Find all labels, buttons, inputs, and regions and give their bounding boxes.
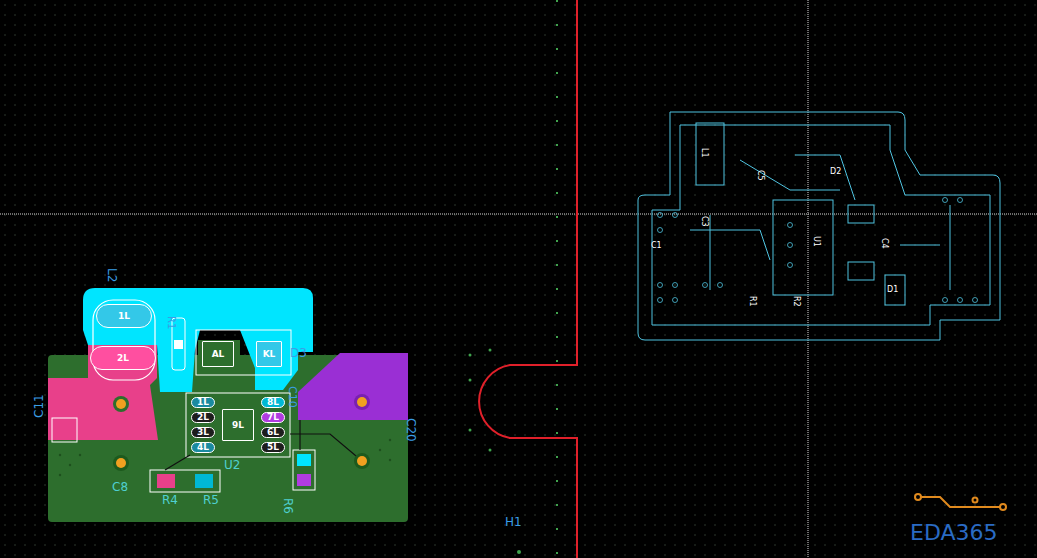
resistor-body [174,340,183,349]
part-name: C8 [112,481,128,493]
part-name: R1 [166,316,176,329]
diode-outline [196,330,291,375]
pad: 6L [261,427,285,438]
pad: 2L [191,412,215,423]
pad-number: KL [263,350,276,359]
pad-number: 5L [267,443,279,452]
pad-number: AL [212,350,225,359]
part-name: R4 [162,494,178,506]
pad-number: 4L [197,443,209,452]
pad: 3L [191,427,215,438]
pad-number: 2L [197,413,209,422]
pad-number: 3L [197,428,209,437]
pad: 8L [261,397,285,408]
cap-outline [52,418,77,442]
crosshair [0,214,1037,215]
part-name: H1 [505,516,522,528]
crosshair [808,0,809,558]
part-name: C3 [700,216,708,227]
pad [195,474,213,488]
part-name: R1 [748,296,756,307]
vias [113,394,370,471]
part-name: C1 [651,242,662,250]
ic-outline [186,393,290,457]
pad [297,474,311,486]
part-name: C10 [287,386,298,408]
copper-pink [48,345,158,440]
part-name: L2 [106,268,118,282]
outline-view [638,112,1000,340]
part-name: R2 [792,296,800,307]
part-name: C20 [405,418,417,442]
copper-purple [298,353,408,420]
pad: 9L [222,409,254,441]
resistor-outline [293,450,315,490]
part-name: R6 [282,498,294,514]
resistor-outline [150,470,220,492]
outline-vias [658,198,978,303]
traces [165,420,362,470]
pad-number: 1L [197,398,209,407]
pad: 4L [191,442,215,453]
pad: 7L [261,412,285,423]
pad-number: 9L [232,421,244,430]
part-name: R5 [203,494,219,506]
pad [157,474,175,488]
pad: 2L [90,346,156,370]
part-name: L1 [700,148,708,158]
via-dots [469,349,522,555]
pad: 5L [261,442,285,453]
logo-mark [915,494,1006,510]
pad-number: 2L [117,354,129,363]
pad-number: 7L [267,413,279,422]
part-name: C5 [756,170,764,181]
part-name: U2 [224,459,240,471]
via-column [556,0,558,558]
part-name: C11 [33,394,45,418]
pad: AL [202,341,234,367]
part-name: D1 [887,286,898,294]
pad [297,454,311,466]
part-name: D3 [290,347,307,359]
pad: KL [256,341,282,367]
watermark: EDA365 [910,522,998,544]
part-name: U1 [812,236,820,247]
part-name: C4 [880,238,888,249]
pad-number: 6L [267,428,279,437]
pad: 1L [191,397,215,408]
pad: 1L [96,304,152,328]
pad-number: 1L [118,312,130,321]
board-outline [479,0,577,558]
pad-number: 8L [267,398,279,407]
part-name: D2 [830,168,841,176]
